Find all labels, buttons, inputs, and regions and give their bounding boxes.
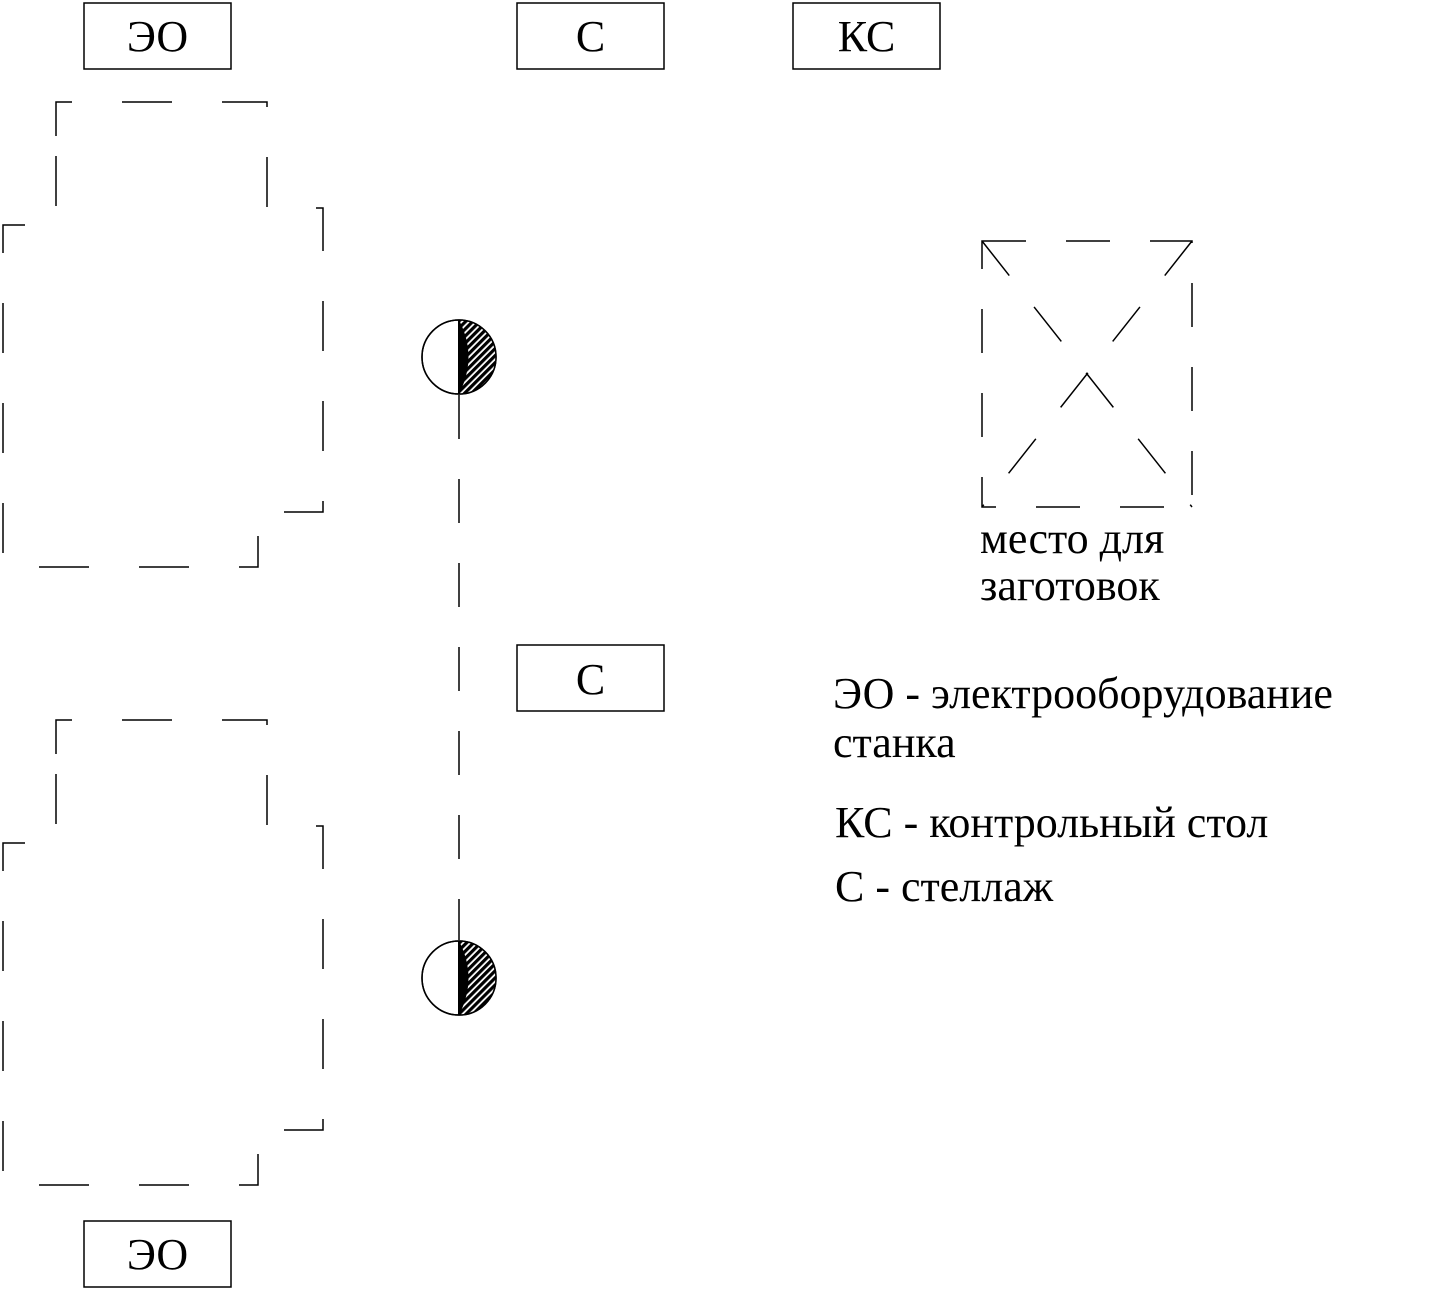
- blanks-area: место для заготовок: [980, 240, 1193, 610]
- legend-ks: КС - контрольный стол: [835, 798, 1268, 847]
- shelf-top-box: С: [516, 2, 665, 70]
- legend-eo-line1: ЭО - электрооборудование: [833, 669, 1333, 718]
- eo-bottom-label: ЭО: [127, 1230, 188, 1279]
- eo-top-box: ЭО: [83, 2, 232, 70]
- legend: ЭО - электрооборудование станка КС - кон…: [833, 669, 1333, 911]
- legend-s: С - стеллаж: [835, 862, 1054, 911]
- shelf-middle-label: С: [576, 655, 605, 704]
- workplace-symbol-upper: [421, 319, 497, 395]
- eo-bottom-box: ЭО: [83, 1220, 232, 1288]
- shelf-top-label: С: [576, 12, 605, 61]
- blanks-caption-line1: место для: [980, 514, 1164, 563]
- shelf-middle-box: С: [516, 644, 665, 712]
- eo-top-label: ЭО: [127, 12, 188, 61]
- machine-outline-upper: [2, 101, 324, 568]
- control-table-label: КС: [838, 12, 896, 61]
- legend-eo-line2: станка: [833, 718, 956, 767]
- machine-outline-lower: [2, 719, 324, 1186]
- control-table-box: КС: [792, 2, 941, 70]
- blanks-caption-line2: заготовок: [980, 561, 1160, 610]
- workplace-symbol-lower: [421, 940, 497, 1016]
